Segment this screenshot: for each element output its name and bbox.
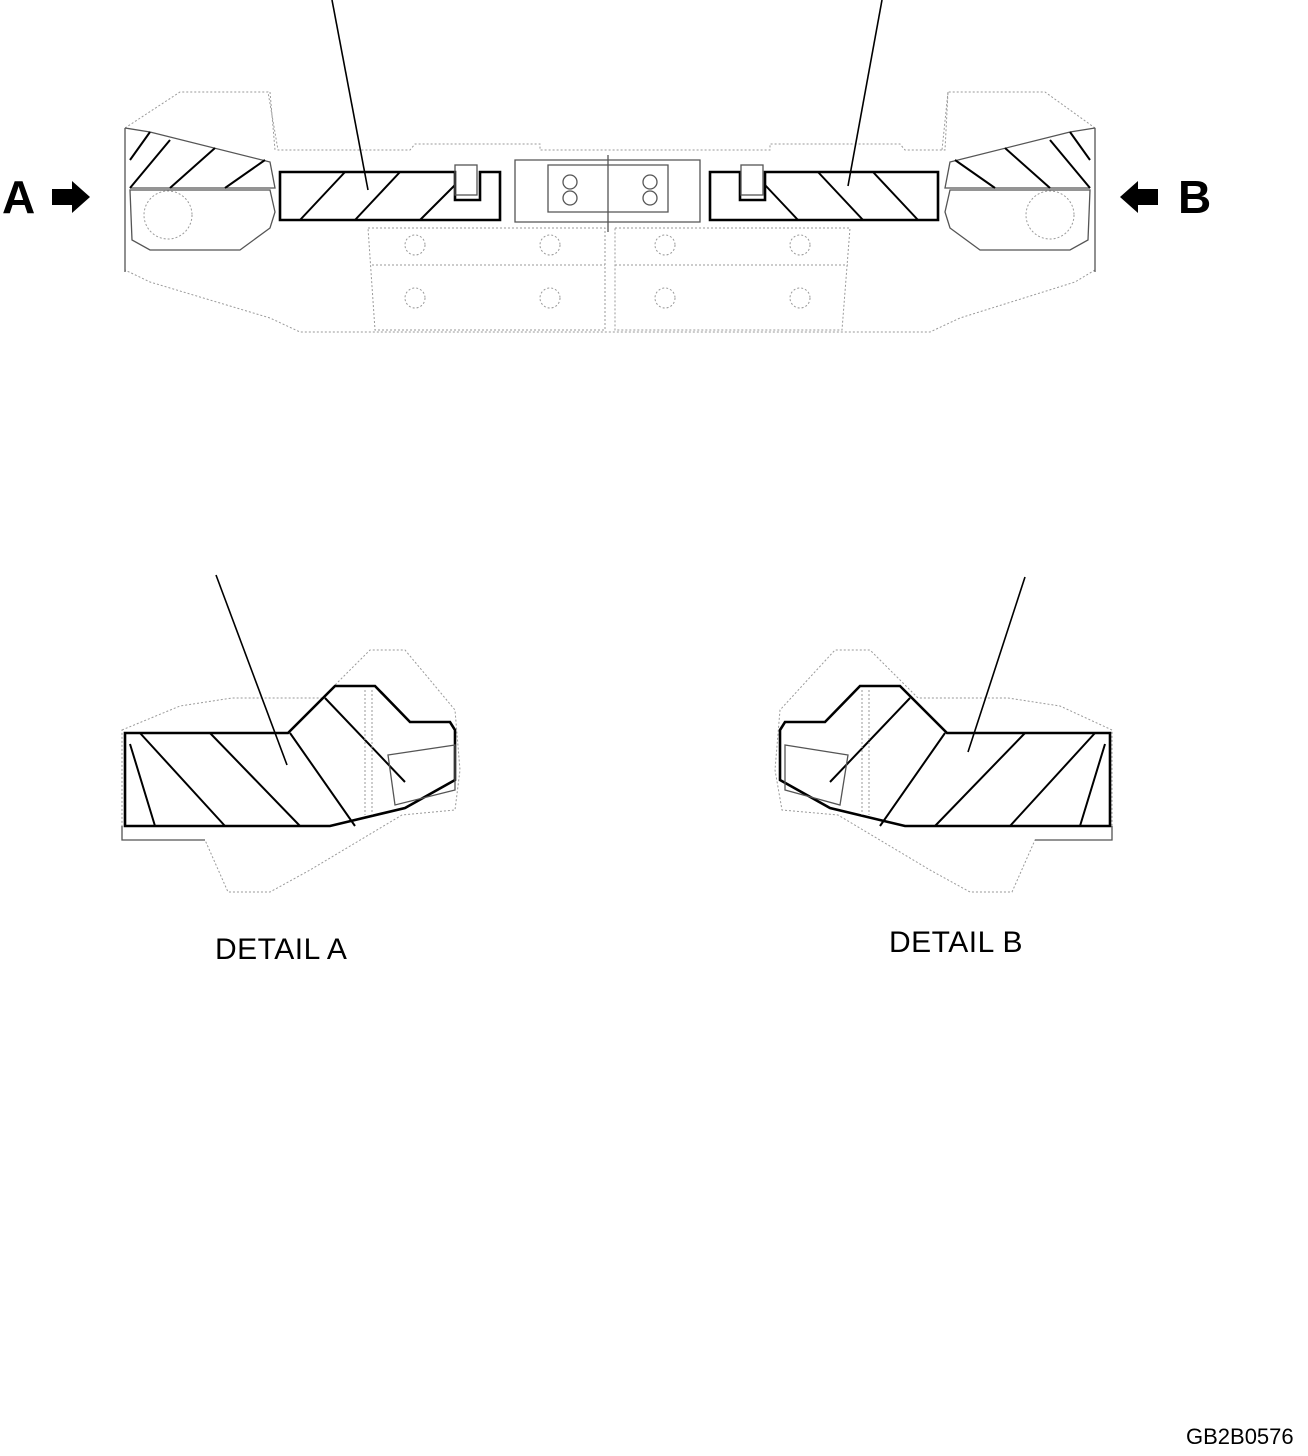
detail-a-inner-lines: [364, 690, 373, 815]
left-end-hole: [143, 190, 193, 240]
hinge-bolt-2: [562, 190, 578, 206]
figure-code: GB2B0576: [1186, 1424, 1294, 1449]
left-end-block: [129, 189, 276, 251]
detail-b-base: [1035, 826, 1113, 841]
detail-b-outline: [774, 649, 1113, 893]
assembly-guard-lines: [269, 91, 949, 151]
center-hinge-frame: [514, 159, 701, 223]
detail-a-view: [121, 574, 461, 893]
plate-hole-5: [654, 234, 676, 256]
arrow-left-icon: [1120, 181, 1158, 213]
hinge-bolt-3: [642, 174, 658, 190]
leader-line-right: [847, 0, 883, 187]
view-b-label: B: [1178, 171, 1212, 223]
plate-hole-2: [539, 234, 561, 256]
right-end-block: [944, 189, 1091, 251]
leader-line-left: [331, 0, 369, 191]
detail-a-lug: [387, 744, 456, 806]
detail-a-section: [123, 684, 457, 828]
left-section-bolt: [454, 164, 478, 196]
detail-a-caption: DETAIL A: [215, 933, 348, 966]
assembly-outline: [124, 91, 1096, 333]
detail-b-caption: DETAIL B: [889, 926, 1024, 959]
plate-hole-3: [404, 287, 426, 309]
center-hinge-plate: [547, 155, 669, 232]
plate-hole-4: [539, 287, 561, 309]
detail-b-hatch: [829, 697, 1106, 827]
left-section-hatch: [299, 171, 456, 221]
detail-a-outline: [121, 649, 461, 893]
detail-b-inner-lines: [861, 690, 870, 815]
left-end-hatch: [129, 131, 266, 189]
right-section-hatch: [764, 171, 919, 221]
arrow-right-icon: [52, 181, 90, 213]
plate-hole-8: [789, 287, 811, 309]
detail-b-leader: [967, 576, 1026, 753]
assembly-end-walls: [124, 128, 1096, 272]
detail-a-base: [121, 826, 205, 841]
detail-b-view: [774, 576, 1113, 893]
right-end-hole: [1025, 190, 1075, 240]
detail-a-leader: [215, 574, 288, 766]
main-assembly-view: [52, 0, 1158, 333]
view-a-label: A: [2, 171, 36, 223]
hinge-bolt-1: [562, 174, 578, 190]
detail-b-lug: [784, 744, 849, 806]
lower-plates: [367, 227, 851, 331]
detail-a-hatch: [129, 697, 406, 827]
detail-b-section: [778, 684, 1112, 828]
right-end-hatch: [954, 131, 1091, 189]
plate-hole-7: [654, 287, 676, 309]
right-section-bolt: [740, 164, 764, 196]
hinge-bolt-4: [642, 190, 658, 206]
left-section-outline: [278, 170, 502, 222]
plate-hole-1: [404, 234, 426, 256]
plate-hole-6: [789, 234, 811, 256]
